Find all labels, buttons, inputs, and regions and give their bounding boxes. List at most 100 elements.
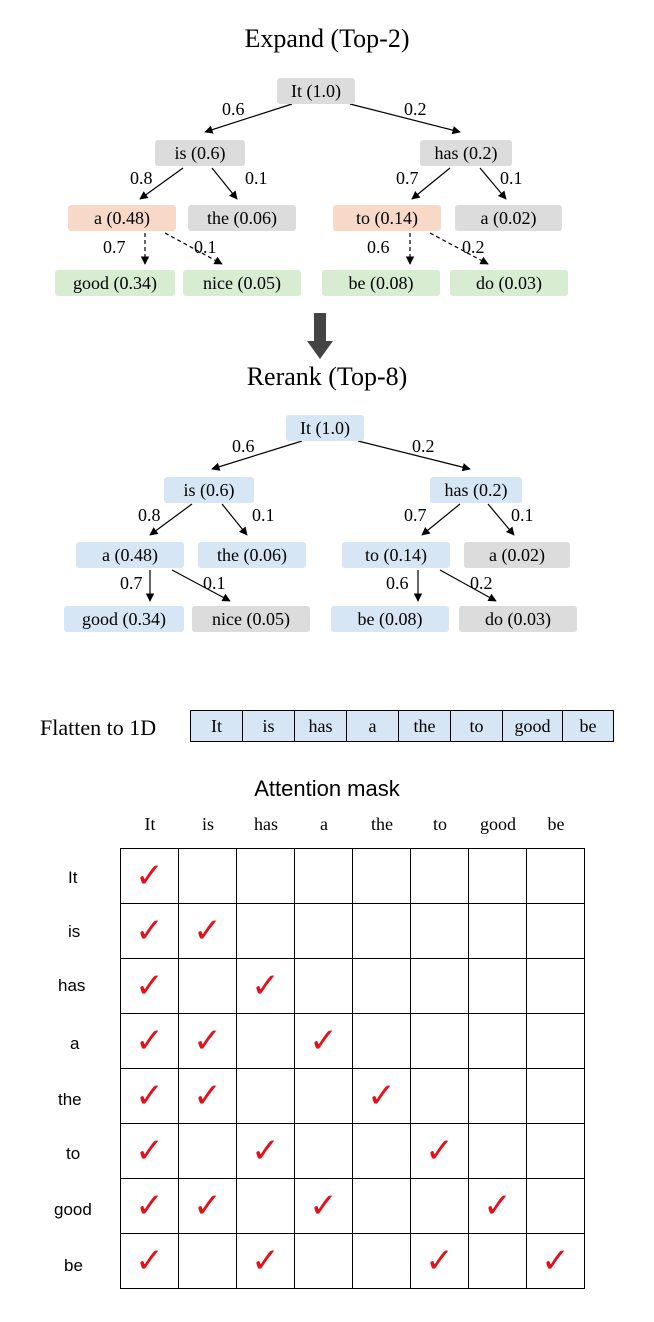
edge-is-a: [149, 503, 193, 536]
expand-label-has-to: 0.7: [396, 168, 419, 188]
mask-cell: [178, 1233, 237, 1289]
expand-node-good: good (0.34): [55, 270, 175, 296]
mask-cell: [526, 1068, 585, 1124]
checkmark-icon: ✓: [135, 911, 164, 951]
expand-node-to: to (0.14): [333, 205, 441, 231]
mask-cell: ✓: [120, 958, 179, 1014]
rerank-label-is-the: 0.1: [252, 505, 275, 525]
mask-cell: ✓: [178, 1068, 237, 1124]
mask-row: ✓✓✓: [120, 1013, 585, 1069]
attention-mask-grid: ✓✓✓✓✓✓✓✓✓✓✓✓✓✓✓✓✓✓✓✓✓✓: [120, 848, 585, 1289]
mask-cell: [410, 958, 469, 1014]
rerank-label-has-to: 0.7: [404, 505, 427, 525]
mask-row-header: a: [70, 1034, 80, 1053]
mask-cell: [410, 848, 469, 904]
mask-row: ✓✓✓✓: [120, 1233, 585, 1289]
checkmark-icon: ✓: [367, 1076, 396, 1116]
expand-node-has: has (0.2): [420, 140, 512, 166]
checkmark-icon: ✓: [251, 966, 280, 1006]
edge-it-is: [211, 440, 303, 471]
mask-cell: [468, 1013, 527, 1069]
edge-is-a: [139, 167, 184, 200]
mask-cell: ✓: [236, 1233, 295, 1289]
mask-row-header: has: [58, 976, 86, 995]
mask-cell: [236, 903, 295, 959]
mask-row-header: It: [68, 868, 78, 887]
attention-mask-title: Attention mask: [254, 776, 400, 801]
rerank-node-good: good (0.34): [64, 606, 184, 632]
mask-row-header: the: [58, 1090, 82, 1109]
mask-cell: [352, 958, 411, 1014]
mask-cell: [294, 1233, 353, 1289]
checkmark-icon: ✓: [193, 1076, 222, 1116]
mask-cell: ✓: [178, 1178, 237, 1234]
mask-row: ✓: [120, 848, 585, 904]
expand-node-the: the (0.06): [188, 205, 296, 231]
checkmark-icon: ✓: [425, 1131, 454, 1171]
expand-node-is: is (0.6): [155, 140, 245, 166]
checkmark-icon: ✓: [483, 1186, 512, 1226]
expand-edges: [139, 103, 507, 265]
mask-cell: [468, 848, 527, 904]
mask-cell: [468, 903, 527, 959]
checkmark-icon: ✓: [309, 1186, 338, 1226]
rerank-label-a-nice: 0.1: [203, 573, 226, 593]
flat-token: is: [243, 711, 295, 741]
rerank-node-be: be (0.08): [331, 606, 449, 632]
edge-has-a2: [479, 167, 507, 200]
mask-cell: [294, 1123, 353, 1179]
mask-row: ✓✓✓: [120, 1123, 585, 1179]
expand-label-it-has: 0.2: [404, 99, 427, 119]
checkmark-icon: ✓: [541, 1241, 570, 1281]
mask-cell: ✓: [410, 1123, 469, 1179]
flat-token: be: [579, 716, 597, 736]
mask-cell: [526, 848, 585, 904]
edge-has-to: [421, 503, 461, 536]
flatten-token-row: It is has a the to good be: [190, 710, 614, 742]
rerank-node-it: It (1.0): [286, 415, 364, 441]
expand-label-is-a: 0.8: [130, 168, 153, 188]
mask-row-header: be: [64, 1256, 83, 1275]
mask-row-header: good: [54, 1200, 92, 1219]
flat-token: a: [347, 711, 399, 741]
expand-label-to-do: 0.2: [462, 237, 485, 257]
mask-cell: [352, 903, 411, 959]
expand-label-has-a2: 0.1: [500, 168, 523, 188]
mask-cell: [468, 958, 527, 1014]
mask-row-header: to: [66, 1144, 81, 1163]
checkmark-icon: ✓: [193, 1021, 222, 1061]
mask-cell: [294, 1068, 353, 1124]
mask-cell: ✓: [236, 958, 295, 1014]
mask-cell: ✓: [120, 848, 179, 904]
expand-node-do: do (0.03): [450, 270, 568, 296]
flat-token: the: [399, 711, 451, 741]
mask-column-header: the: [371, 814, 393, 834]
mask-cell: ✓: [178, 903, 237, 959]
checkmark-icon: ✓: [193, 911, 222, 951]
expand-node-be: be (0.08): [322, 270, 440, 296]
expand-label-a-good: 0.7: [103, 237, 126, 257]
mask-row: ✓✓: [120, 958, 585, 1014]
mask-cell: [526, 1123, 585, 1179]
mask-cell: [178, 848, 237, 904]
mask-cell: [352, 848, 411, 904]
expand-label-is-the: 0.1: [245, 168, 268, 188]
mask-cell: [294, 958, 353, 1014]
mask-cell: [526, 958, 585, 1014]
mask-cell: [236, 1178, 295, 1234]
mask-cell: ✓: [410, 1233, 469, 1289]
rerank-label-is-a: 0.8: [138, 505, 161, 525]
checkmark-icon: ✓: [135, 1076, 164, 1116]
mask-column-header: It: [144, 814, 156, 834]
rerank-node-is: is (0.6): [164, 477, 254, 503]
mask-cell: [410, 1178, 469, 1234]
edge-has-a2: [487, 503, 515, 536]
mask-cell: [236, 1013, 295, 1069]
mask-column-header: good: [480, 814, 516, 834]
mask-cell: [468, 1233, 527, 1289]
flat-token: to: [451, 711, 503, 741]
mask-cell: [352, 1123, 411, 1179]
rerank-label-it-is: 0.6: [232, 436, 255, 456]
edge-a-nice: [171, 569, 231, 602]
mask-cell: [526, 1013, 585, 1069]
